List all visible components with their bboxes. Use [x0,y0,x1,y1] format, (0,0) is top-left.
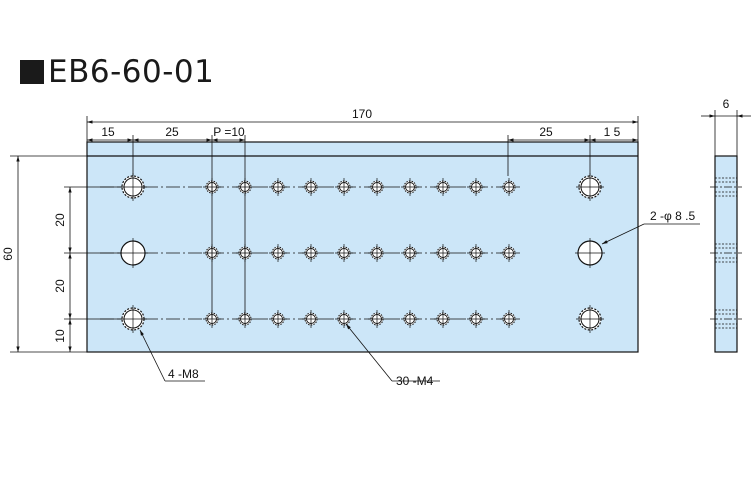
callout-through-holes: 2 -φ 8 .5 [650,209,695,223]
dim-row-spacing-2: 20 [53,279,67,293]
m4-hole [302,178,320,196]
part-title: EB6-60-01 [20,52,214,92]
m4-hole [401,310,419,328]
m4-hole [434,244,452,262]
m4-hole [302,310,320,328]
dim-bottom-margin: 10 [53,329,67,343]
m4-hole [269,244,287,262]
m4-hole [401,244,419,262]
side-view-body [714,155,738,353]
m4-hole [368,244,386,262]
part-number: EB6-60-01 [48,54,215,90]
m4-hole [368,178,386,196]
callout-m8-holes: 4 -M8 [168,367,199,381]
callout-m4-holes: 30 -M4 [396,374,434,388]
m4-hole [302,244,320,262]
dim-height: 60 [1,247,15,261]
side-view: 6 [701,97,751,353]
m4-hole [335,244,353,262]
m4-hole [434,178,452,196]
side-hole-section [710,177,742,197]
dim-right-margin: 1 5 [604,125,621,139]
side-hole-section [710,243,742,263]
m4-hole [500,244,518,262]
m4-hole [500,178,518,196]
dim-right-spacing: 25 [539,125,553,139]
dim-row-spacing-1: 20 [53,213,67,227]
m4-hole [467,310,485,328]
dim-left-margin: 15 [101,125,115,139]
m8-hole [576,305,604,333]
dim-left-spacing: 25 [165,125,179,139]
m4-hole [434,310,452,328]
m4-hole [335,310,353,328]
m8-holes [119,173,604,333]
front-view [86,141,639,353]
through-hole [575,238,605,268]
title-square-icon [20,60,44,84]
m4-hole [269,178,287,196]
dim-thickness: 6 [723,97,730,111]
horizontal-dimensions [86,116,639,319]
side-view-tapped-holes [710,177,742,329]
m4-hole [467,178,485,196]
vertical-dimensions [10,155,122,353]
m8-hole [119,305,147,333]
dim-pitch: P =10 [213,125,245,139]
m4-hole [335,178,353,196]
m4-hole [500,310,518,328]
m4-hole [269,310,287,328]
m4-hole [401,178,419,196]
side-hole-section [710,309,742,329]
dim-overall-length: 170 [352,107,372,121]
m4-hole [368,310,386,328]
m4-holes [203,178,518,328]
m8-hole [576,173,604,201]
plate-body [86,141,639,353]
m4-hole [467,244,485,262]
m8-hole [119,173,147,201]
callout-leaders [139,223,700,382]
